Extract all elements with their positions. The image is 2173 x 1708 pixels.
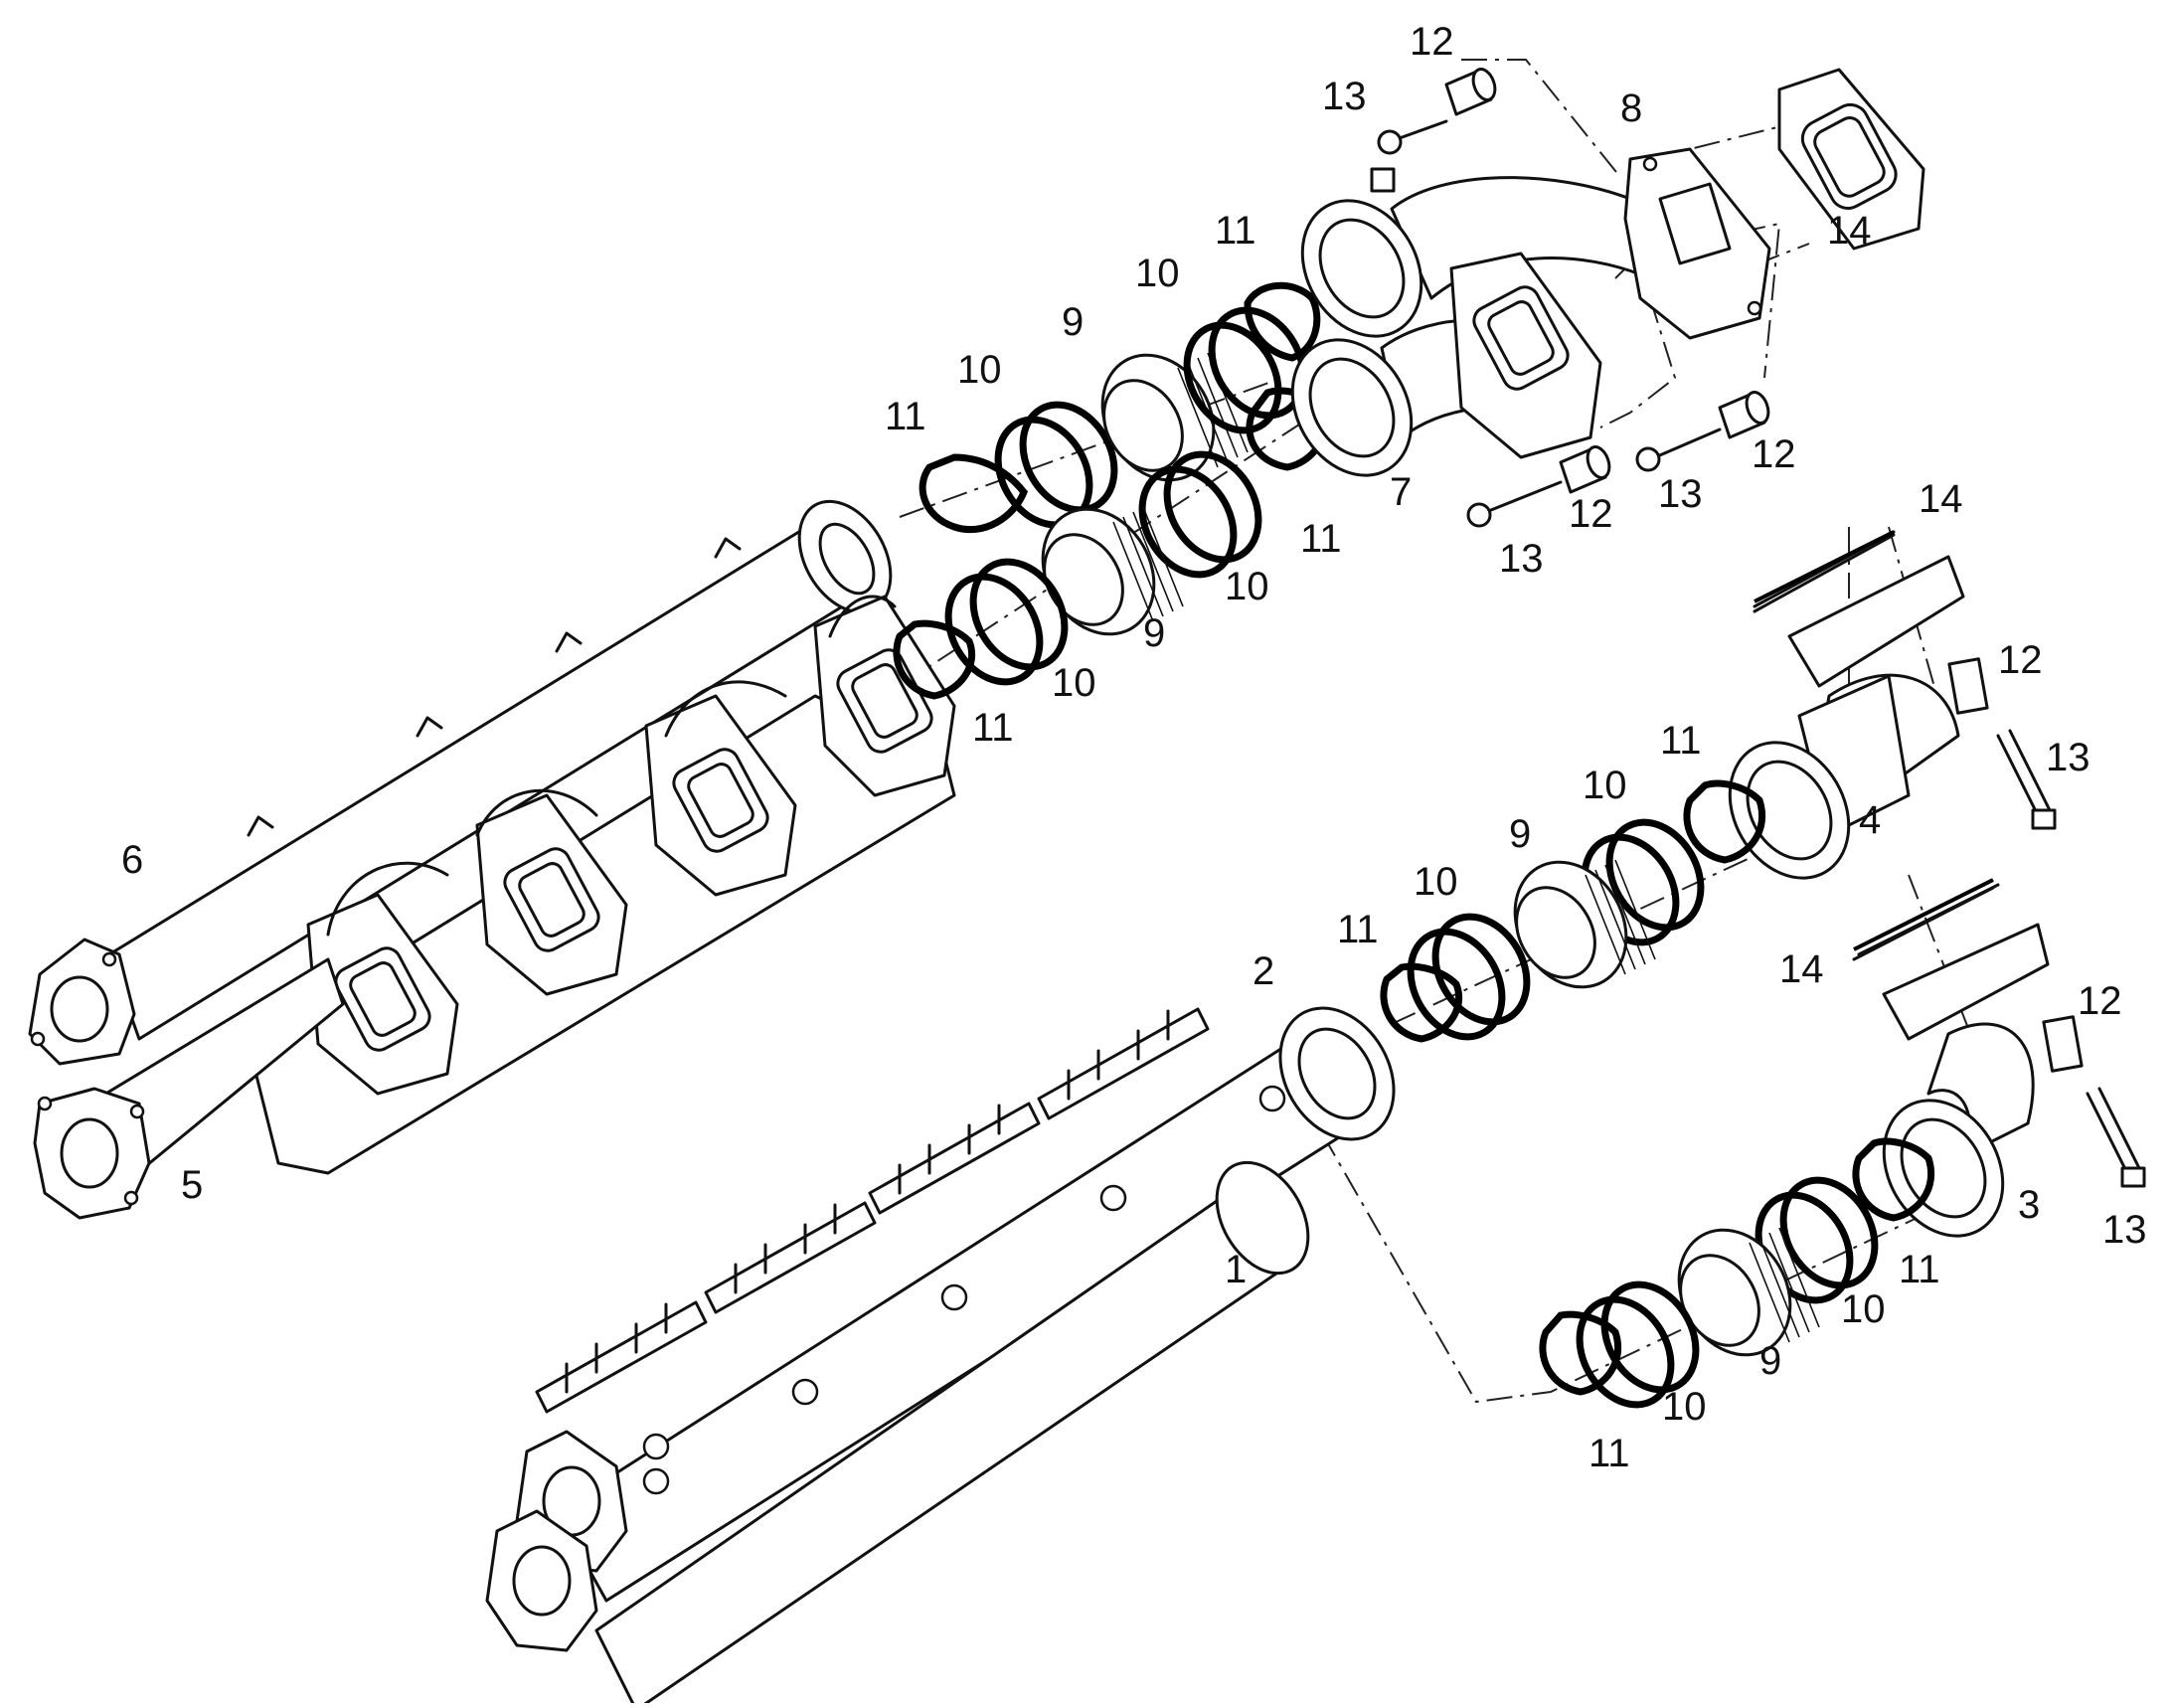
- callout-11: 11: [1660, 719, 1702, 763]
- callout-11: 11: [1899, 1248, 1940, 1291]
- seal-set-a: [919, 281, 1321, 534]
- gasket-14-top: [1777, 68, 1925, 251]
- callout-10: 10: [1414, 860, 1458, 904]
- callout-13: 13: [2046, 736, 2090, 779]
- port-1: [306, 893, 459, 1096]
- callout-13: 13: [1322, 75, 1367, 118]
- port-2: [475, 793, 628, 996]
- port-4: [813, 595, 956, 797]
- callout-10: 10: [1135, 252, 1180, 295]
- callout-11: 11: [1588, 1432, 1630, 1475]
- callout-10: 10: [1662, 1385, 1707, 1429]
- callout-8: 8: [1620, 86, 1642, 130]
- fasteners-upper: [1377, 68, 1770, 528]
- callout-10: 10: [1225, 565, 1269, 608]
- pipe-2: [555, 1006, 1396, 1603]
- seal-set-c: [1380, 779, 1766, 1043]
- elbow-3: [1852, 883, 2146, 1238]
- gaskets-14-right: [1754, 530, 1994, 951]
- elbow-4: [1728, 530, 2057, 880]
- manifold-block-upper: [247, 595, 956, 1175]
- callout-14: 14: [1779, 947, 1824, 991]
- callout-9: 9: [1143, 611, 1165, 655]
- callout-11: 11: [1300, 517, 1342, 561]
- callout-12: 12: [1569, 492, 1613, 536]
- callout-13: 13: [2102, 1208, 2147, 1252]
- callout-11: 11: [972, 706, 1014, 750]
- callout-6: 6: [121, 838, 143, 882]
- callout-12: 12: [1410, 20, 1454, 64]
- callout-13: 13: [1658, 472, 1703, 516]
- callout-10: 10: [1052, 661, 1096, 705]
- callout-9: 9: [1509, 812, 1531, 856]
- callout-11: 11: [1215, 209, 1256, 253]
- callout-labels: 12 13 8 14 11 10 9 10 11 7 12 13 12 13 1…: [121, 20, 2147, 1475]
- callout-1: 1: [1225, 1248, 1247, 1291]
- callout-12: 12: [1752, 432, 1796, 476]
- callout-14: 14: [1827, 209, 1872, 253]
- callout-14: 14: [1919, 477, 1963, 521]
- callout-12: 12: [2078, 979, 2122, 1023]
- callout-4: 4: [1859, 798, 1881, 842]
- callout-10: 10: [957, 348, 1002, 392]
- callout-3: 3: [2018, 1183, 2040, 1227]
- callout-10: 10: [1583, 764, 1627, 807]
- pipe-5: [33, 957, 345, 1220]
- elbow-7: [1290, 252, 1602, 477]
- seal-set-d: [1539, 1137, 1935, 1409]
- callout-7: 7: [1390, 470, 1412, 514]
- callout-9: 9: [1759, 1339, 1781, 1383]
- callout-5: 5: [181, 1163, 203, 1207]
- flanges-lower: [485, 1430, 670, 1652]
- pipe-1: [594, 1160, 1310, 1708]
- mount-brackets: [535, 1007, 1210, 1414]
- callout-11: 11: [885, 395, 926, 438]
- callout-12: 12: [1998, 638, 2043, 682]
- callout-13: 13: [1499, 537, 1544, 581]
- callout-9: 9: [1062, 300, 1084, 344]
- elbow-8: [1300, 147, 1771, 340]
- port-3: [644, 694, 797, 897]
- callout-11: 11: [1337, 908, 1379, 951]
- callout-2: 2: [1253, 949, 1274, 993]
- callout-10: 10: [1841, 1287, 1886, 1331]
